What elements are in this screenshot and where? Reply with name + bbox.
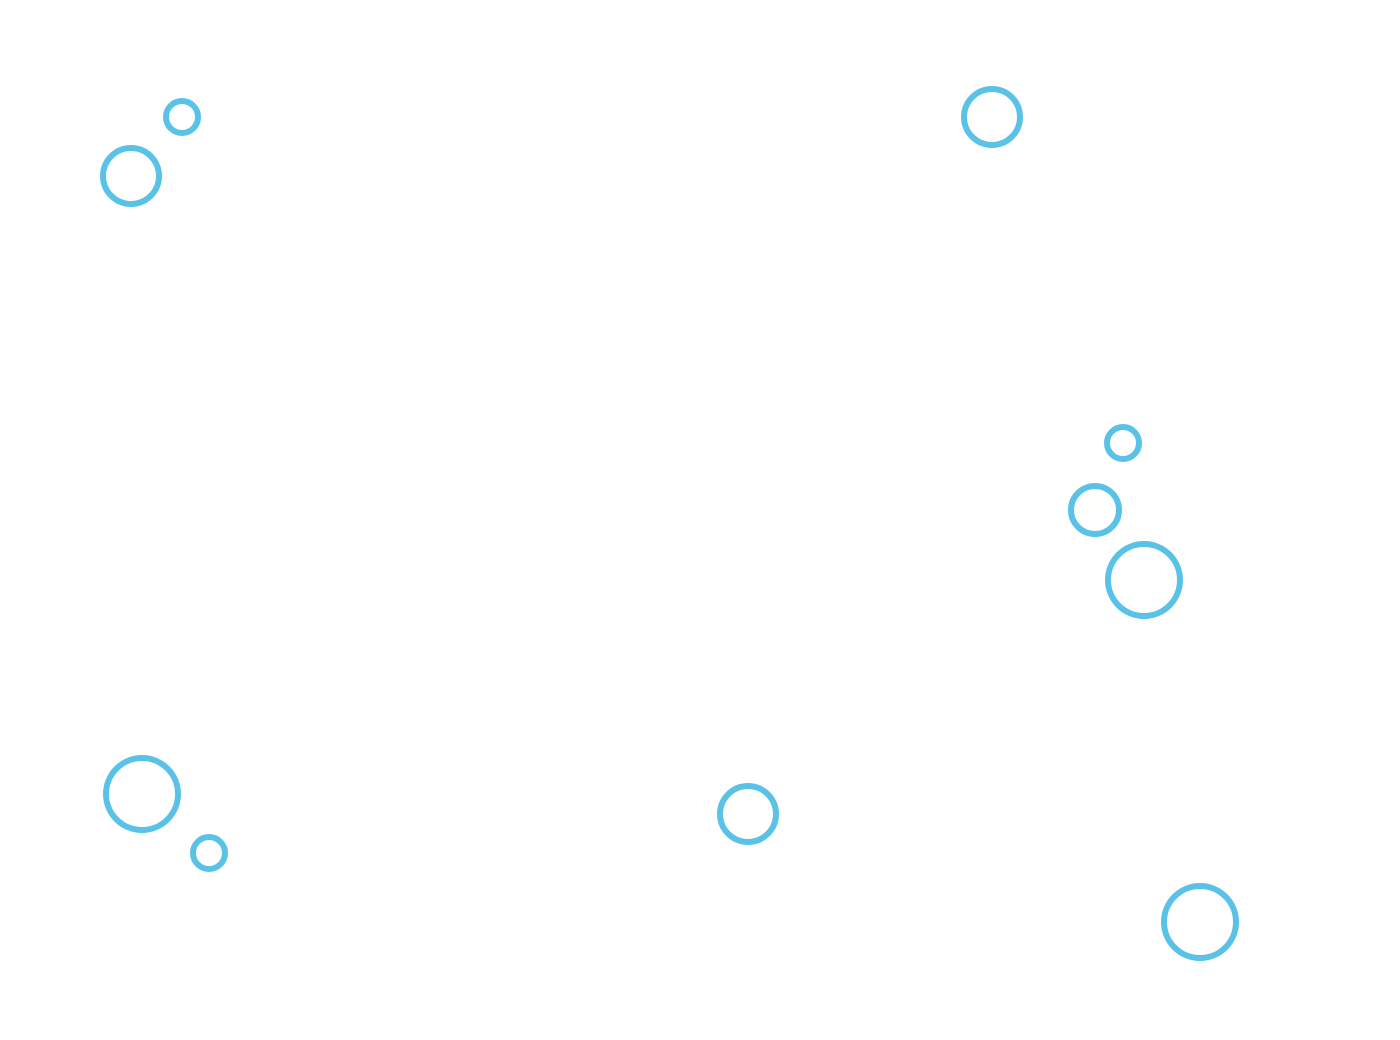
bubble (163, 98, 201, 136)
bubble-cluster-bottom-right (1161, 883, 1239, 961)
bubble (961, 86, 1023, 148)
bubble (100, 145, 162, 207)
bubble (1105, 541, 1183, 619)
bubble-cluster-top-right (961, 86, 1023, 148)
bubble (190, 834, 228, 872)
bubble (103, 755, 181, 833)
bubble (1068, 483, 1122, 537)
bubble-cluster-middle-right (1068, 424, 1183, 619)
bubble (717, 783, 779, 845)
bubble (1104, 424, 1142, 462)
bubble (1161, 883, 1239, 961)
bubble-cluster-top-left (100, 98, 201, 207)
bubble-cluster-bottom-center (717, 783, 779, 845)
bubble-cluster-bottom-left (103, 755, 228, 872)
